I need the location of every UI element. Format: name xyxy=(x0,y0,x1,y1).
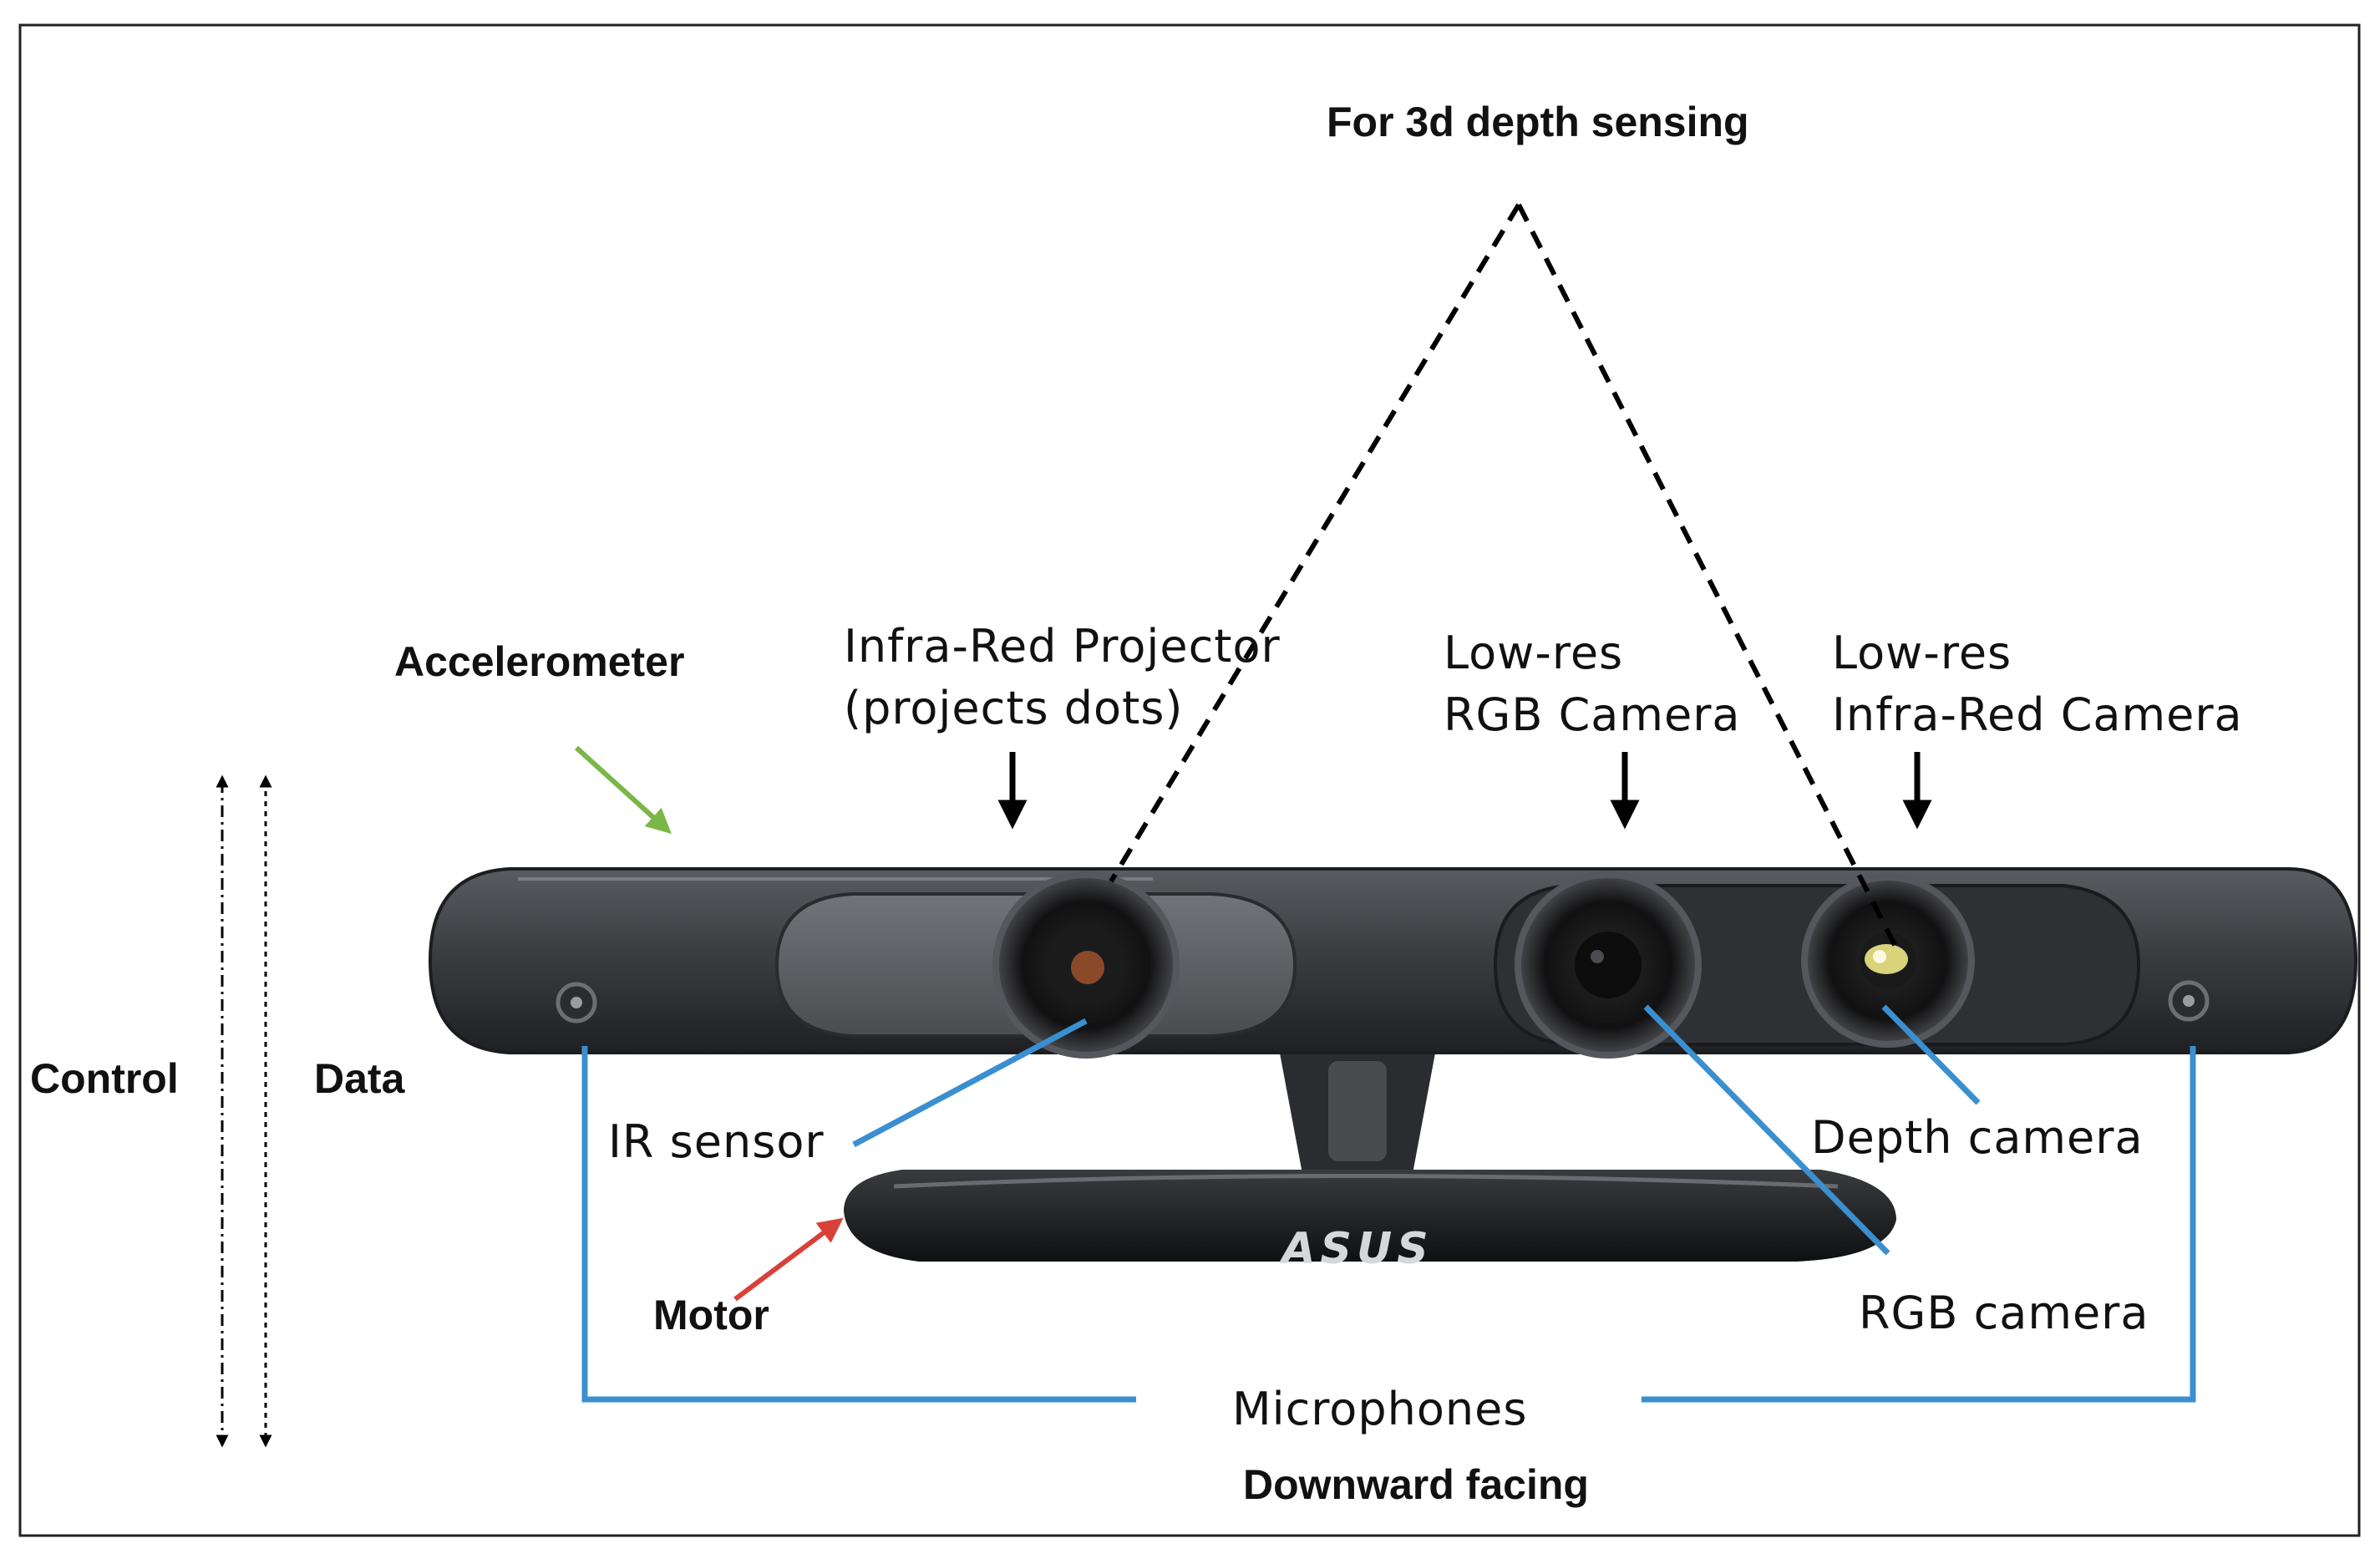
depth-sensing-triangle xyxy=(1109,203,1899,950)
ir-projector-lens xyxy=(992,871,1180,1059)
rgb-camera-top-label-line2: RGB Camera xyxy=(1444,688,1741,741)
device-base xyxy=(844,1170,1896,1262)
microphone-callout-right xyxy=(1642,1046,2196,1403)
ir-camera-lens xyxy=(1801,874,1975,1048)
motor-arrow xyxy=(733,1217,844,1302)
ir-projector-label-line2: (projects dots) xyxy=(844,682,1184,734)
depth-camera-callout xyxy=(1881,1004,1981,1105)
ir-projector-label-line1: Infra-Red Projector xyxy=(844,620,1281,673)
device-body xyxy=(428,867,2358,1054)
ir-camera-top-label-line1: Low-res xyxy=(1832,627,2012,679)
figure-border xyxy=(18,23,2361,1537)
ir-camera-top-label-line2: Infra-Red Camera xyxy=(1832,688,2243,741)
ir-projector-label: Infra-Red Projector (projects dots) xyxy=(844,616,1281,739)
microphone-callout-left xyxy=(581,1046,1136,1403)
rgb-camera-label: RGB camera xyxy=(1859,1287,2149,1339)
accelerometer-arrow xyxy=(574,745,672,835)
rgb-camera-top-label-line1: Low-res xyxy=(1444,627,1624,679)
microphones-label: Microphones xyxy=(1232,1383,1528,1435)
depth-camera-label: Depth camera xyxy=(1811,1111,2144,1164)
ir-camera-top-label: Low-res Infra-Red Camera xyxy=(1832,622,2243,746)
neck-hinge xyxy=(1328,1061,1387,1161)
ir-sensor-callout xyxy=(852,1018,1088,1148)
asus-logo: ASUS xyxy=(1278,1224,1433,1274)
ir-sensor-label: IR sensor xyxy=(608,1115,825,1168)
data-label: Data xyxy=(314,1055,405,1102)
motor-label: Motor xyxy=(653,1292,769,1338)
downward-facing-label: Downward facing xyxy=(1243,1461,1589,1508)
rgb-camera-callout xyxy=(1643,1004,1890,1256)
rgb-camera-top-label: Low-res RGB Camera xyxy=(1444,622,1741,746)
rgb-camera-lens xyxy=(1515,871,1702,1059)
control-label: Control xyxy=(30,1055,179,1102)
right-microphone-port xyxy=(2168,980,2210,1022)
accelerometer-label: Accelerometer xyxy=(394,638,685,685)
depth-sensing-label: For 3d depth sensing xyxy=(1327,99,1749,145)
left-microphone-port xyxy=(556,982,597,1023)
